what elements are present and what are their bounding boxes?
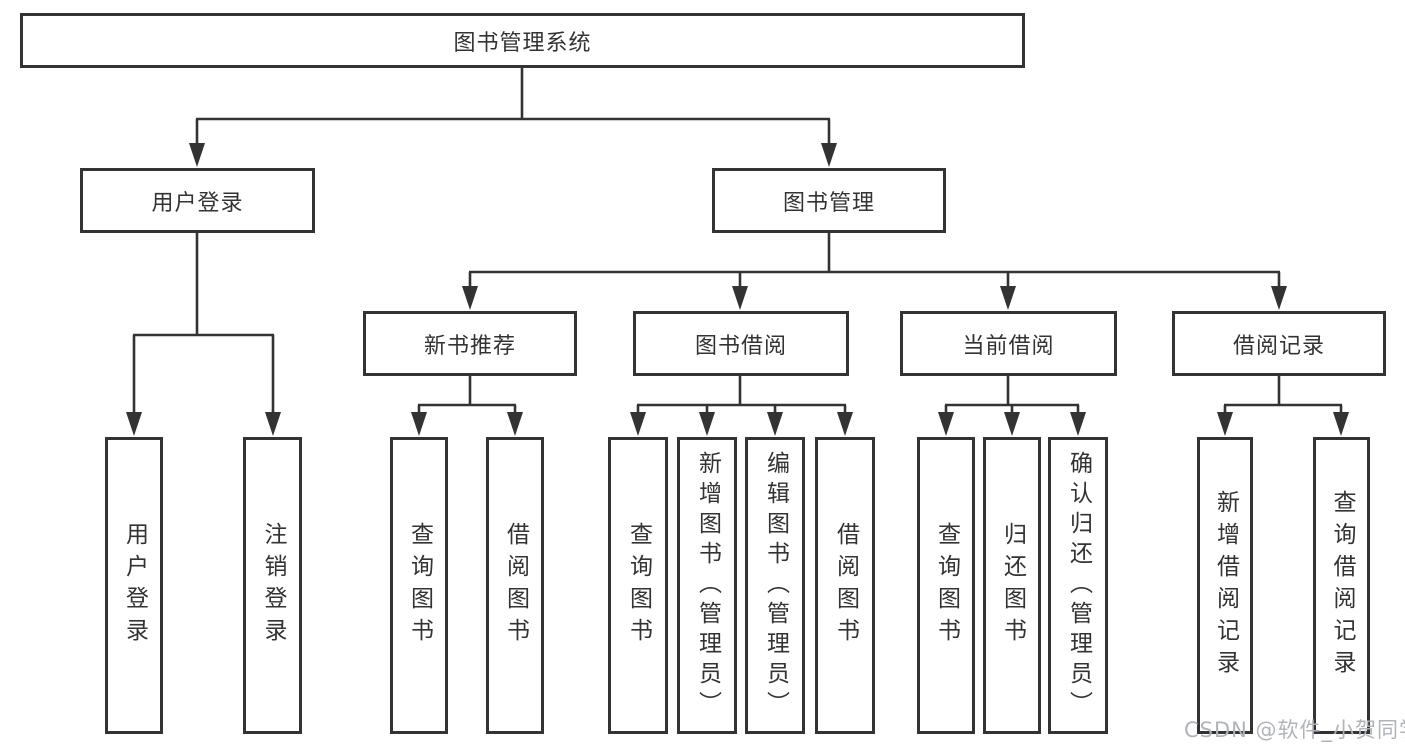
leaf-bb-borrow-books-label: 借阅图书 [832, 521, 859, 650]
leaf-br-add-record: 新增借阅记录 [1197, 437, 1253, 734]
node-new-book-recommend-label: 新书推荐 [423, 333, 516, 359]
node-user-login-branch-label: 用户登录 [151, 190, 244, 216]
leaf-nb-borrow-books: 借阅图书 [486, 437, 544, 734]
leaf-cb-return-books: 归还图书 [983, 437, 1041, 734]
node-book-management: 图书管理 [712, 168, 946, 233]
leaf-br-add-record-label: 新增借阅记录 [1212, 489, 1239, 682]
node-root-label: 图书管理系统 [453, 30, 592, 56]
watermark: CSDN @软件_小贺同学 [1184, 718, 1405, 742]
node-current-borrow-label: 当前借阅 [962, 333, 1055, 359]
node-borrow-record: 借阅记录 [1172, 311, 1386, 376]
leaf-logout: 注销登录 [243, 437, 302, 734]
node-book-borrow: 图书借阅 [633, 311, 849, 376]
node-book-management-label: 图书管理 [782, 190, 875, 216]
leaf-bb-borrow-books: 借阅图书 [815, 437, 875, 734]
leaf-user-login: 用户登录 [105, 437, 163, 734]
leaf-bb-edit-books-admin-label: 编辑图书（管理员） [762, 450, 789, 721]
leaf-logout-label: 注销登录 [260, 521, 286, 650]
leaf-nb-borrow-books-label: 借阅图书 [502, 521, 529, 650]
leaf-cb-return-books-label: 归还图书 [999, 521, 1026, 650]
leaf-cb-confirm-return-admin-label: 确认归还（管理员） [1065, 450, 1092, 721]
leaf-nb-query-books: 查询图书 [390, 437, 448, 734]
leaf-nb-query-books-label: 查询图书 [406, 521, 433, 650]
node-new-book-recommend: 新书推荐 [363, 311, 577, 376]
node-current-borrow: 当前借阅 [900, 311, 1117, 376]
leaf-bb-add-books-admin-label: 新增图书（管理员） [694, 450, 721, 721]
leaf-br-query-record-label: 查询借阅记录 [1329, 489, 1355, 682]
leaf-cb-confirm-return-admin: 确认归还（管理员） [1048, 437, 1108, 734]
leaf-user-login-label: 用户登录 [121, 521, 148, 650]
leaf-bb-query-books-label: 查询图书 [625, 521, 652, 650]
leaf-bb-add-books-admin: 新增图书（管理员） [677, 437, 737, 734]
node-book-borrow-label: 图书借阅 [694, 333, 787, 359]
leaf-cb-query-books: 查询图书 [917, 437, 975, 734]
leaf-cb-query-books-label: 查询图书 [933, 521, 960, 650]
node-borrow-record-label: 借阅记录 [1232, 333, 1325, 359]
node-root: 图书管理系统 [20, 13, 1025, 68]
leaf-br-query-record: 查询借阅记录 [1313, 437, 1370, 734]
leaf-bb-edit-books-admin: 编辑图书（管理员） [745, 437, 805, 734]
node-user-login-branch: 用户登录 [80, 168, 315, 233]
leaf-bb-query-books: 查询图书 [608, 437, 668, 734]
